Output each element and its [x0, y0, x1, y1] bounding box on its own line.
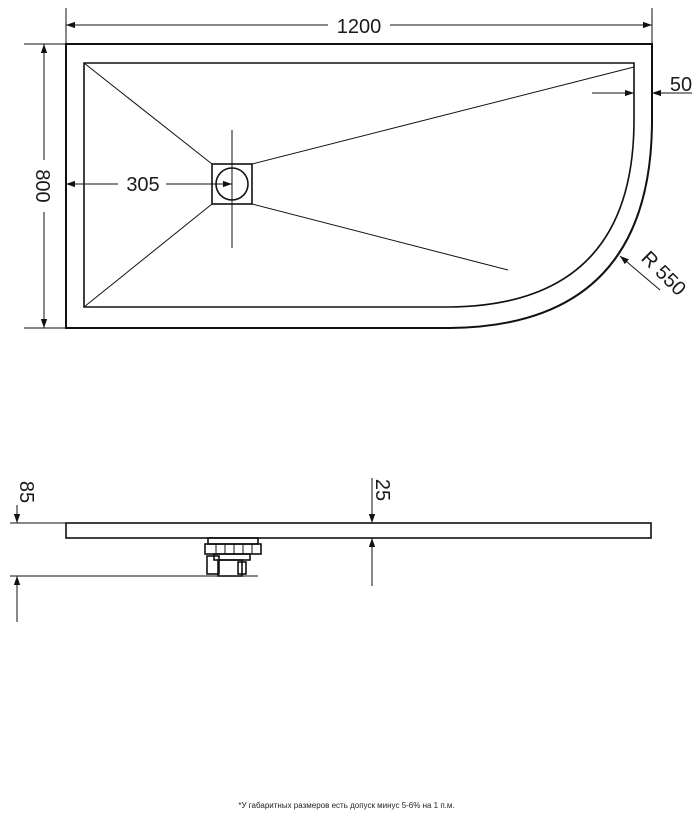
height-label: 800: [31, 169, 53, 202]
total-height-label: 85: [15, 481, 37, 503]
siphon: [204, 537, 262, 577]
top-view: 1200 800 305 50 R 550: [24, 8, 692, 329]
tray-inner-outline: [83, 62, 635, 308]
slope-line-top-right: [251, 66, 635, 165]
rim-label: 50: [670, 74, 692, 96]
slope-line-bottom-left: [83, 203, 213, 308]
slope-line-bottom-right: [251, 203, 509, 271]
side-view: 85 25: [10, 478, 652, 622]
width-label: 1200: [337, 16, 382, 38]
drain-offset-label: 305: [126, 174, 159, 196]
thickness-label: 25: [371, 479, 393, 501]
tray-outer-outline: [65, 43, 653, 329]
tray-slab: [65, 522, 652, 539]
radius-label: R 550: [637, 247, 690, 300]
slope-line-top-left: [83, 62, 213, 165]
radius-leader-line: [619, 255, 661, 291]
footnote: *У габаритных размеров есть допуск минус…: [238, 801, 455, 810]
